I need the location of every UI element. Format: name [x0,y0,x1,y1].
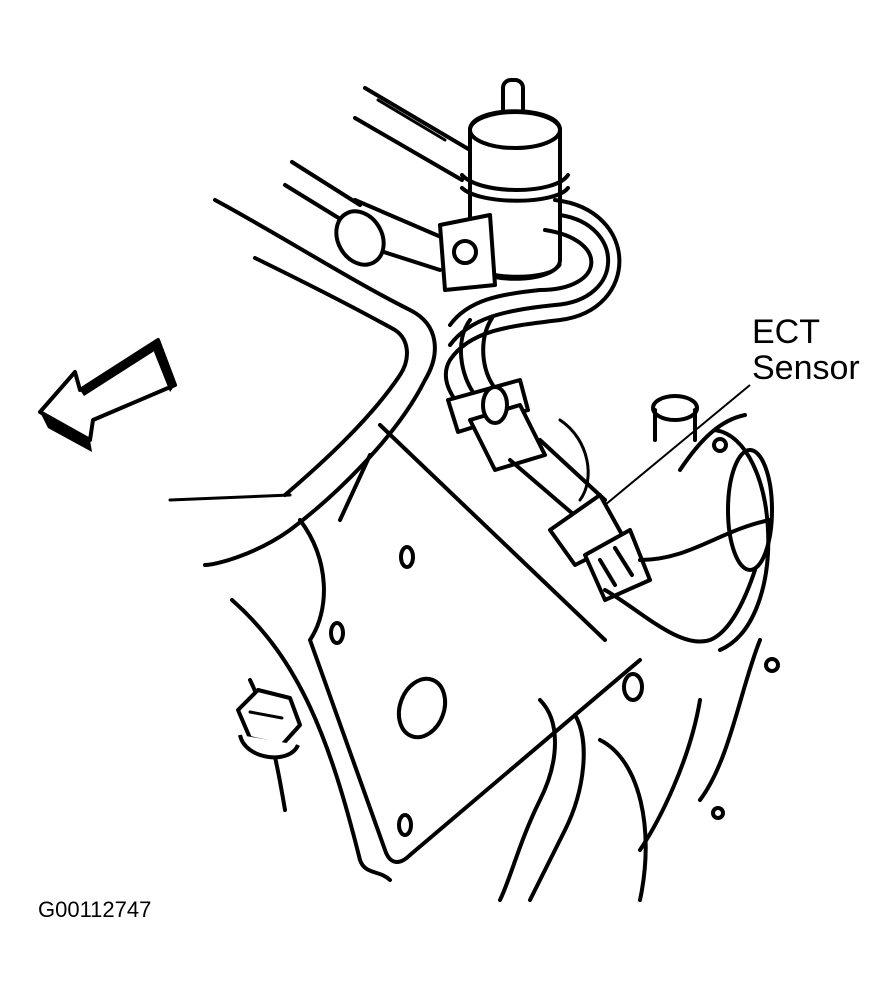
sensor-harness [508,418,607,522]
figure-id: G00112747 [38,897,151,922]
forward-arrow-icon [38,338,177,452]
intake-manifold [168,198,437,567]
vacuum-hoses [443,198,622,412]
hose-clip [446,378,547,472]
hex-bolt [236,688,302,760]
engine-block [603,394,780,852]
left-pipe [283,160,450,272]
pressure-regulator [438,78,570,292]
ect-callout-line2: Sensor [752,349,860,387]
ect-callout-leader [604,384,751,506]
fuel-rail [353,86,472,182]
mounting-plate [298,423,644,864]
ect-sensor [548,493,652,602]
ect-callout-line1: ECT [752,313,820,351]
